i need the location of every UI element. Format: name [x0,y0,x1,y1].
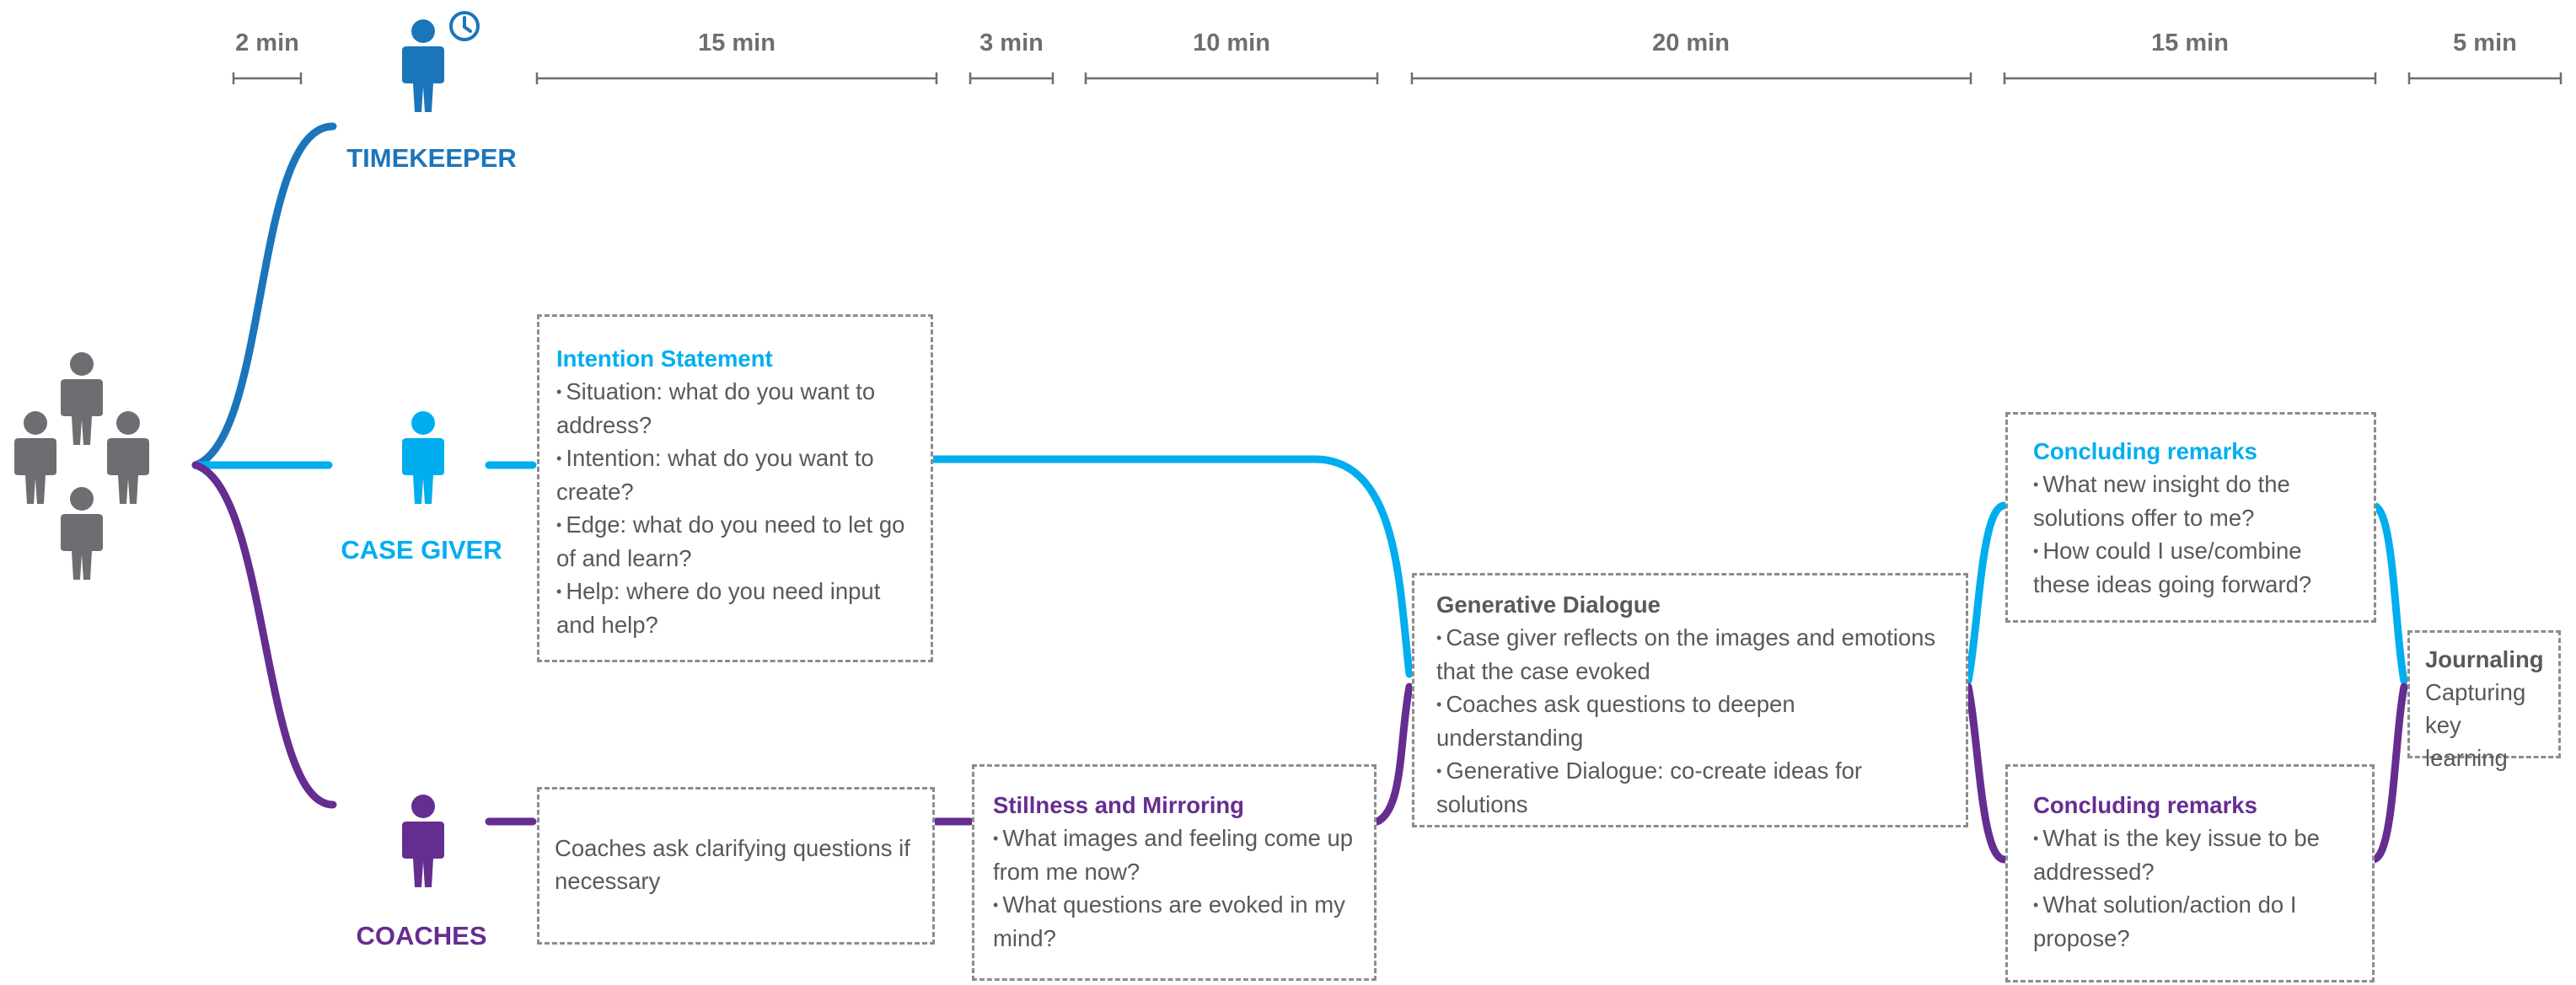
split-up [1964,501,2009,685]
timekeeper-branch [191,122,337,469]
concluding-remarks-case-giver-list: What new insight do the solutions offer … [2033,468,2348,601]
case-giver-flow [930,455,1414,678]
clock-icon [449,11,480,41]
concluding-remarks-coaches-box: Concluding remarks What is the key issue… [2005,764,2375,982]
timeline-label-15min-b: 15 min [2151,29,2229,56]
generative-dialogue-box: Generative Dialogue Case giver reflects … [1412,573,1968,827]
generative-dialogue-list: Case giver reflects on the images and em… [1436,621,1944,821]
list-item: What solution/action do I propose? [2033,888,2347,955]
timeline-label-3min: 3 min [979,29,1044,56]
timeline-brackets [232,72,2563,84]
intention-statement-title: Intention Statement [556,345,773,372]
timeline-label-15min: 15 min [698,29,775,56]
timeline-label-5min: 5 min [2453,29,2517,56]
intention-statement-list: Situation: what do you want to address? … [556,375,914,641]
bracket-5 [1410,72,1972,84]
list-item: What new insight do the solutions offer … [2033,468,2348,534]
journaling-title: Journaling [2425,646,2544,672]
list-item: Edge: what do you need to let go of and … [556,508,914,575]
list-item: What images and feeling come up from me … [993,822,1355,888]
merge-bottom [2369,683,2408,864]
split-down [1964,683,2009,864]
bracket-6 [2003,72,2377,84]
stillness-mirroring-title: Stillness and Mirroring [993,792,1244,818]
bracket-1 [232,72,303,84]
bracket-3 [969,72,1055,84]
list-item: Generative Dialogue: co-create ideas for… [1436,754,1944,821]
stillness-mirroring-box: Stillness and Mirroring What images and … [972,764,1377,981]
intention-statement-box: Intention Statement Situation: what do y… [537,314,933,662]
flow-lines [191,122,2408,864]
bracket-4 [1084,72,1379,84]
case-giver-person-icon [402,411,444,504]
stillness-mirroring-list: What images and feeling come up from me … [993,822,1355,955]
timeline-label-10min: 10 min [1193,29,1270,56]
list-item: Situation: what do you want to address? [556,375,914,442]
timekeeper-person-icon [402,19,444,112]
role-coaches: COACHES [356,921,487,950]
timeline-label-2min: 2 min [235,29,299,56]
list-item: Coaches ask questions to deepen understa… [1436,688,1944,754]
list-item: What questions are evoked in my mind? [993,888,1355,955]
journaling-text: Capturing key learning [2425,679,2526,771]
list-item: What is the key issue to be addressed? [2033,822,2347,888]
merge-top [2369,501,2408,685]
journaling-box: Journaling Capturing key learning [2407,630,2561,771]
bracket-7 [2407,72,2563,84]
concluding-remarks-coaches-title: Concluding remarks [2033,792,2257,818]
role-case-giver: CASE GIVER [341,535,502,565]
bracket-2 [535,72,938,84]
coaches-clarify-text: Coaches ask clarifying questions if nece… [555,835,910,894]
role-timekeeper: TIMEKEEPER [346,143,517,173]
coaches-branch [191,461,337,809]
list-item: How could I use/combine these ideas goin… [2033,534,2348,601]
list-item: Intention: what do you want to create? [556,442,914,508]
concluding-remarks-case-giver-title: Concluding remarks [2033,438,2257,464]
list-item: Case giver reflects on the images and em… [1436,621,1944,688]
list-item: Help: where do you need input and help? [556,575,914,641]
coaches-clarify-box: Coaches ask clarifying questions if nece… [537,787,935,945]
concluding-remarks-coaches-list: What is the key issue to be addressed? W… [2033,822,2347,955]
group-icon [14,352,149,580]
timeline-label-20min: 20 min [1652,29,1730,56]
coaches-person-icon [402,795,444,887]
coaches-flow [1373,683,1414,826]
generative-dialogue-title: Generative Dialogue [1436,592,1661,618]
concluding-remarks-case-giver-box: Concluding remarks What new insight do t… [2005,412,2376,623]
